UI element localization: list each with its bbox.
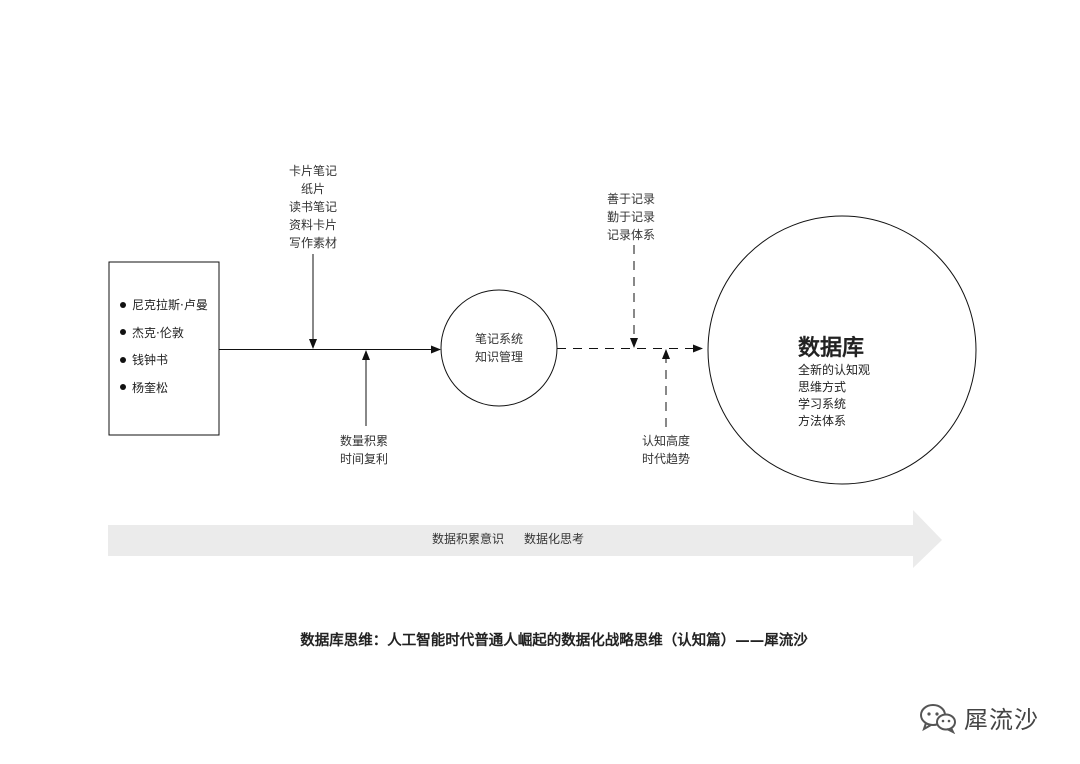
list-item: 杨奎松 xyxy=(120,375,208,403)
bottom-input-labels: 数量积累 时间复利 xyxy=(334,432,394,468)
list-item: 尼克拉斯·卢曼 xyxy=(120,292,208,320)
database-title: 数据库 xyxy=(798,336,865,361)
list-item: 钱钟书 xyxy=(120,347,208,375)
label-line: 笔记系统 xyxy=(474,332,523,346)
note-system-labels: 笔记系统 知识管理 xyxy=(469,330,529,366)
list-item: 杰克·伦敦 xyxy=(120,320,208,348)
watermark: 犀流沙 xyxy=(918,700,1039,735)
right-top-input-labels: 善于记录 勤于记录 记录体系 xyxy=(601,190,661,244)
label-line: 写作素材 xyxy=(288,236,337,250)
bullet-icon xyxy=(120,384,126,390)
label-line: 全新的认知观 xyxy=(798,363,871,377)
label-line: 勤于记录 xyxy=(606,210,655,224)
arrow-label: 数据化思考 xyxy=(524,532,585,546)
label-line: 卡片笔记 xyxy=(288,164,337,178)
label-line: 纸片 xyxy=(300,182,325,196)
people-list: 尼克拉斯·卢曼 杰克·伦敦 钱钟书 杨奎松 xyxy=(120,292,208,402)
top-input-labels: 卡片笔记 纸片 读书笔记 资料卡片 写作素材 xyxy=(283,162,343,252)
label-line: 记录体系 xyxy=(606,228,655,242)
label-line: 读书笔记 xyxy=(288,200,337,214)
label-line: 思维方式 xyxy=(798,380,847,394)
arrow-label: 数据积累意识 xyxy=(432,532,505,546)
person-name: 尼克拉斯·卢曼 xyxy=(132,298,208,312)
label-line: 时代趋势 xyxy=(641,452,690,466)
label-line: 方法体系 xyxy=(798,414,847,428)
person-name: 杰克·伦敦 xyxy=(132,325,184,340)
bullet-icon xyxy=(120,356,126,363)
bullet-icon xyxy=(120,301,126,308)
label-line: 善于记录 xyxy=(606,192,655,206)
database-circle xyxy=(707,215,977,485)
label-line: 时间复利 xyxy=(339,452,388,466)
right-bottom-input-labels: 认知高度 时代趋势 xyxy=(636,432,696,468)
bullet-icon xyxy=(120,329,126,335)
big-arrow-labels: 数据积累意识 数据化思考 xyxy=(432,530,604,547)
diagram-caption: 数据库思维：人工智能时代普通人崛起的数据化战略思维（认知篇）——犀流沙 xyxy=(300,633,808,649)
person-name: 杨奎松 xyxy=(132,380,169,395)
watermark-text: 犀流沙 xyxy=(964,706,1039,734)
wechat-icon xyxy=(920,703,956,734)
label-line: 资料卡片 xyxy=(288,218,337,232)
label-line: 数量积累 xyxy=(339,434,388,448)
person-name: 钱钟书 xyxy=(132,353,169,367)
big-flow-arrow xyxy=(108,510,942,568)
source-box xyxy=(108,261,220,436)
label-line: 知识管理 xyxy=(474,350,523,364)
label-line: 认知高度 xyxy=(641,434,690,448)
label-line: 学习系统 xyxy=(798,397,847,411)
database-attributes: 全新的认知观 思维方式 学习系统 方法体系 xyxy=(798,362,870,430)
